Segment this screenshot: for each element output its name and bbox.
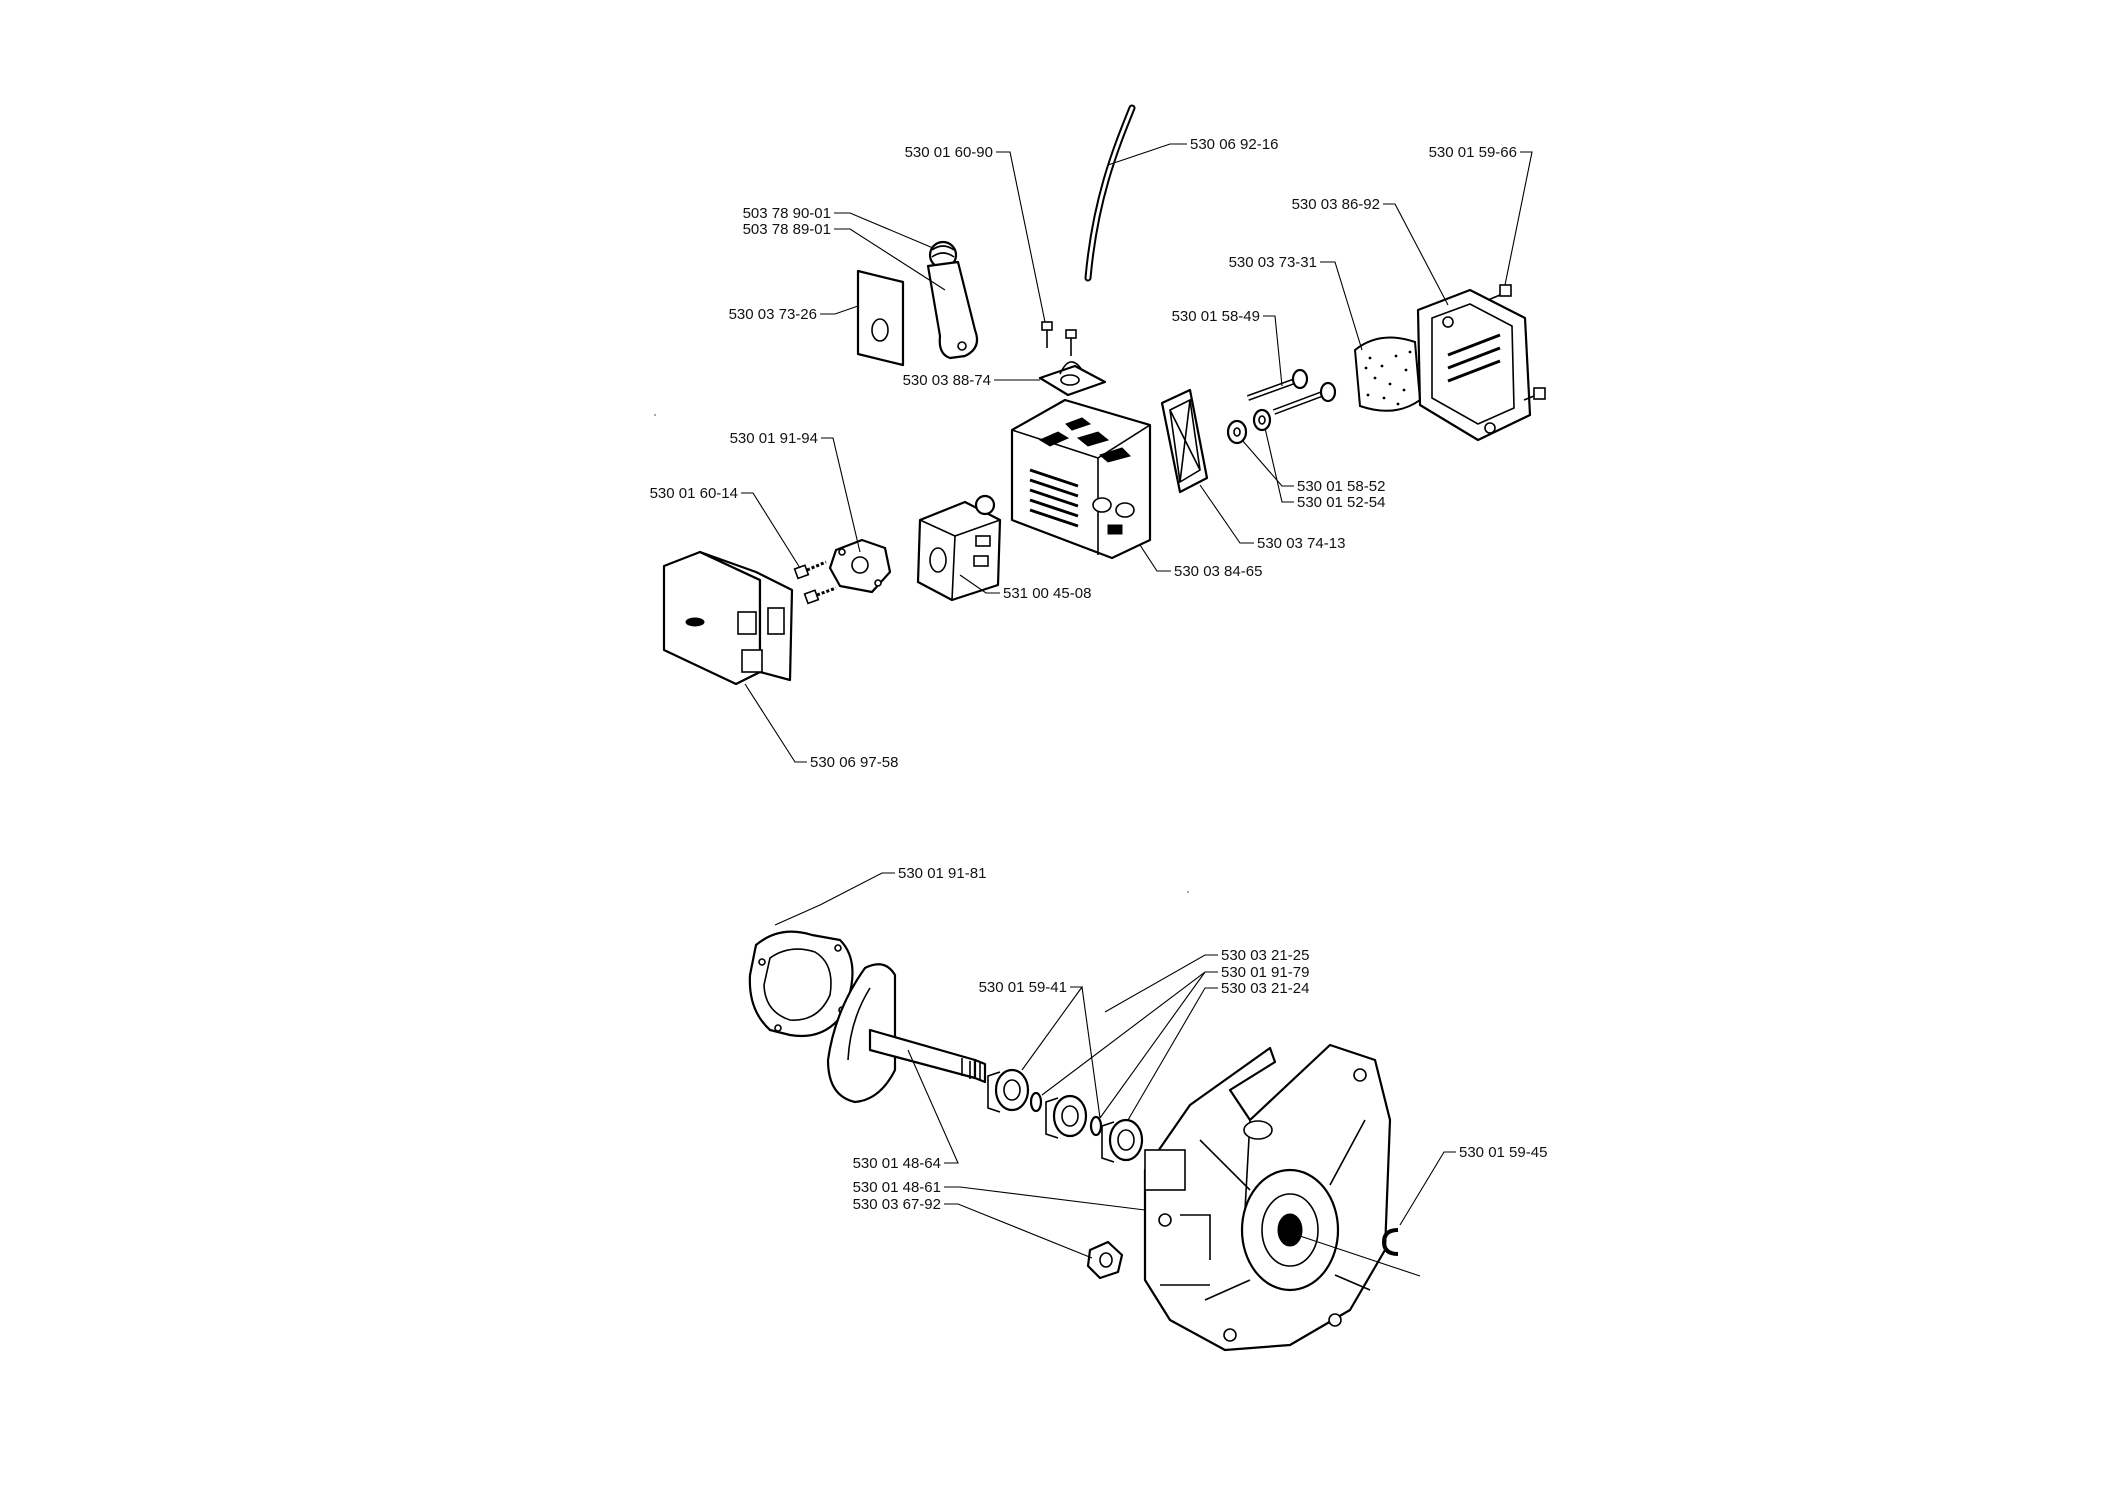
gasket-plate-part xyxy=(856,269,905,367)
label-530-01-60-14: 530 01 60-14 xyxy=(650,485,738,502)
label-530-01-59-41: 530 01 59-41 xyxy=(979,979,1067,996)
label-530-01-48-64: 530 01 48-64 xyxy=(853,1155,941,1172)
label-531-00-45-08: 531 00 45-08 xyxy=(1003,585,1091,602)
fuel-hose-part xyxy=(1084,104,1136,282)
label-530-01-60-90: 530 01 60-90 xyxy=(905,144,993,161)
choke-bracket-part xyxy=(1038,361,1107,397)
label-530-03-84-65: 530 03 84-65 xyxy=(1174,563,1262,580)
label-530-03-86-92: 530 03 86-92 xyxy=(1292,196,1380,213)
label-530-03-21-24: 530 03 21-24 xyxy=(1221,980,1309,997)
part-labels: 530 06 92-16 530 01 60-90 530 01 59-66 5… xyxy=(650,136,1548,1213)
crankcase-part xyxy=(1143,1043,1392,1352)
seal-ring-right-part xyxy=(1089,1115,1103,1137)
washers-part xyxy=(1226,408,1272,445)
circlip-part xyxy=(1381,1228,1399,1256)
throttle-lever-part xyxy=(926,240,979,360)
label-530-01-91-94: 530 01 91-94 xyxy=(730,430,818,447)
label-530-01-48-61: 530 01 48-61 xyxy=(853,1179,941,1196)
intake-adapter-part xyxy=(662,550,794,686)
filter-foam-part xyxy=(1353,336,1422,412)
label-530-01-91-79: 530 01 91-79 xyxy=(1221,964,1309,981)
label-530-01-52-54: 530 01 52-54 xyxy=(1297,494,1385,511)
label-530-01-91-81: 530 01 91-81 xyxy=(898,865,986,882)
plug-screw-part xyxy=(1086,1240,1124,1280)
label-530-03-88-74: 530 03 88-74 xyxy=(903,372,991,389)
top-screws-part xyxy=(1041,321,1077,356)
label-530-03-73-31: 530 03 73-31 xyxy=(1229,254,1317,271)
leader-lines xyxy=(741,143,1533,1277)
label-530-03-67-92: 530 03 67-92 xyxy=(853,1196,941,1213)
cover-screws-part xyxy=(1487,284,1546,401)
carburetor-housing-part xyxy=(1010,398,1152,560)
bearing-right-part xyxy=(1101,1118,1144,1163)
label-530-03-74-13: 530 03 74-13 xyxy=(1257,535,1345,552)
seal-ring-left-part xyxy=(1029,1091,1043,1113)
stray-dot xyxy=(1187,891,1189,893)
filter-cover-part xyxy=(1416,288,1532,442)
bearing-middle-part xyxy=(1045,1094,1088,1139)
label-530-01-58-52: 530 01 58-52 xyxy=(1297,478,1385,495)
label-530-06-97-58: 530 06 97-58 xyxy=(810,754,898,771)
label-530-01-59-45: 530 01 59-45 xyxy=(1459,1144,1547,1161)
bearing-left-part xyxy=(987,1068,1030,1113)
label-530-03-21-25: 530 03 21-25 xyxy=(1221,947,1309,964)
carburetor-part xyxy=(916,494,1002,602)
crankshaft-part xyxy=(826,963,987,1104)
stray-dot xyxy=(654,414,656,416)
label-530-03-73-26: 530 03 73-26 xyxy=(729,306,817,323)
mounting-screws-part xyxy=(793,560,837,605)
carburetor-gasket-part xyxy=(828,538,892,594)
filter-gasket-part xyxy=(1160,388,1209,494)
long-bolts-part xyxy=(1246,368,1337,415)
label-530-01-58-49: 530 01 58-49 xyxy=(1172,308,1260,325)
label-530-06-92-16: 530 06 92-16 xyxy=(1190,136,1278,153)
label-503-78-90-01: 503 78 90-01 xyxy=(743,205,831,222)
label-530-01-59-66: 530 01 59-66 xyxy=(1429,144,1517,161)
label-503-78-89-01: 503 78 89-01 xyxy=(743,221,831,238)
